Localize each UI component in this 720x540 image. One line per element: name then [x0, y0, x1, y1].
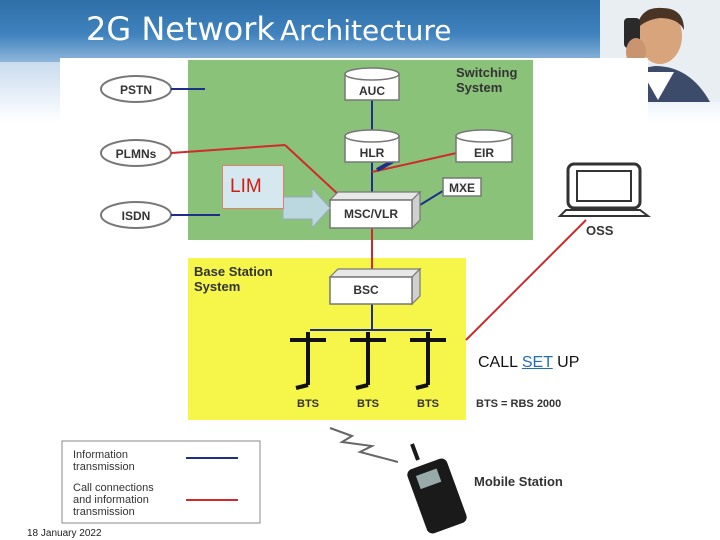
switching-system-label: Switching [456, 65, 517, 80]
pstn-label: PSTN [120, 83, 152, 97]
isdn-node: ISDN [100, 201, 172, 229]
call-set-up-part3: UP [552, 354, 580, 371]
bts-label-2: BTS [357, 398, 379, 410]
hlr-label: HLR [360, 146, 385, 160]
bts-label-1: BTS [297, 398, 319, 410]
bsc-label: BSC [353, 283, 379, 297]
bss-label-line2: System [194, 279, 240, 294]
hlr-node: HLR [344, 129, 400, 163]
lim-box [222, 165, 284, 209]
lim-label: LIM [230, 176, 262, 197]
slide-title: 2G Network Architecture [86, 10, 451, 48]
auc-node: AUC [344, 67, 400, 101]
call-set-up-part1: CALL [478, 354, 522, 371]
legend-info-line1: Information [73, 449, 128, 461]
mobile-phone-icon [407, 443, 467, 534]
radio-link-icon [329, 427, 399, 463]
switching-label-line1: Switching [456, 65, 517, 80]
auc-label: AUC [359, 84, 385, 98]
oss-computer-icon [557, 162, 651, 217]
msc-vlr-node: MSC/VLR [328, 190, 422, 230]
msc-vlr-label: MSC/VLR [344, 207, 398, 221]
plmns-label: PLMNs [116, 147, 157, 161]
bts-antenna-icon-2 [350, 332, 386, 390]
legend-call-line1: Call connections [73, 482, 154, 494]
plmns-node: PLMNs [100, 139, 172, 167]
slide-date: 18 January 2022 [27, 528, 102, 539]
isdn-label: ISDN [122, 209, 151, 223]
call-set-up-link[interactable]: SET [521, 354, 553, 371]
connection-lines [170, 88, 587, 341]
eir-label: EIR [474, 146, 494, 160]
legend-call-line2: and information [73, 494, 149, 506]
bsc-node: BSC [328, 267, 422, 306]
eir-node: EIR [455, 129, 513, 163]
mxe-label: MXE [449, 181, 475, 195]
legend: Information transmission Call connection… [61, 440, 261, 524]
bts-antenna-icon-3 [410, 332, 446, 390]
mobile-station-label: Mobile Station [474, 474, 563, 489]
lim-arrow [282, 186, 331, 230]
slide-title-main: 2G Network [86, 10, 275, 48]
call-set-up-annotation: CALL SET UP [478, 354, 579, 372]
bts-label-3: BTS [417, 398, 439, 410]
oss-label: OSS [586, 223, 614, 238]
pstn-node: PSTN [100, 75, 172, 103]
switching-system-label-2: System [456, 80, 502, 95]
bss-label-line1: Base Station [194, 264, 273, 279]
bts-note: BTS = RBS 2000 [476, 398, 561, 410]
legend-info-line2: transmission [73, 461, 135, 473]
slide-title-sub: Architecture [280, 14, 452, 47]
bts-antenna-icon-1 [290, 332, 326, 390]
mxe-node: MXE [442, 177, 482, 197]
legend-call-line3: transmission [73, 506, 135, 518]
